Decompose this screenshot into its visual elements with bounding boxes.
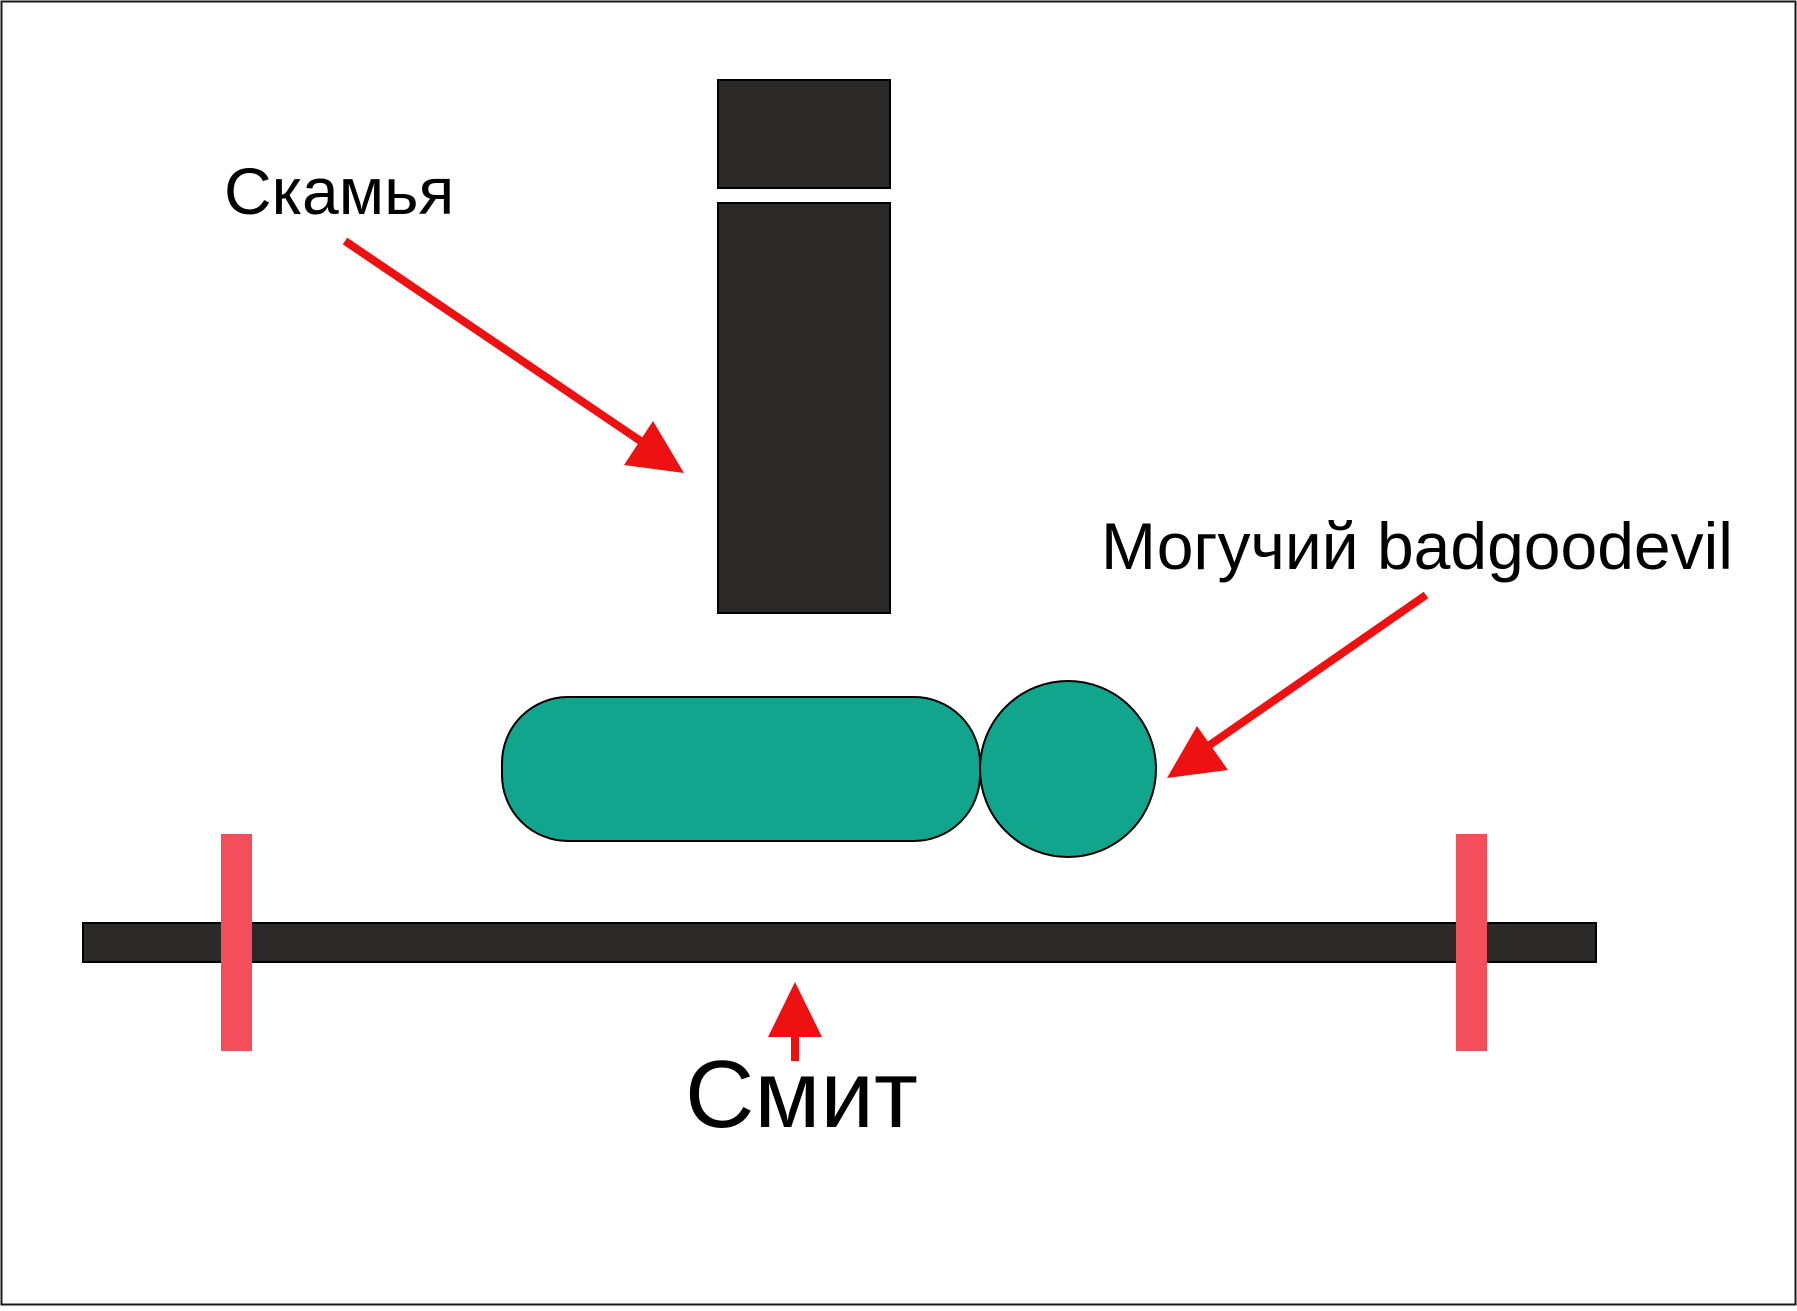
right-plate <box>1456 834 1487 1051</box>
person-head <box>979 680 1157 858</box>
bench-label: Скамья <box>224 154 454 228</box>
person-arrow <box>1167 591 1429 778</box>
person-label: Могучий badgoodevil <box>1101 509 1733 583</box>
bench-upright-top <box>717 79 891 189</box>
bench-arrow <box>342 237 684 473</box>
smith-arrow <box>768 982 822 1061</box>
bench-upright-bottom <box>717 202 891 614</box>
left-plate <box>221 834 252 1051</box>
person-torso <box>501 696 981 842</box>
smith-bar <box>82 922 1597 963</box>
smith-label: Смит <box>685 1041 918 1148</box>
